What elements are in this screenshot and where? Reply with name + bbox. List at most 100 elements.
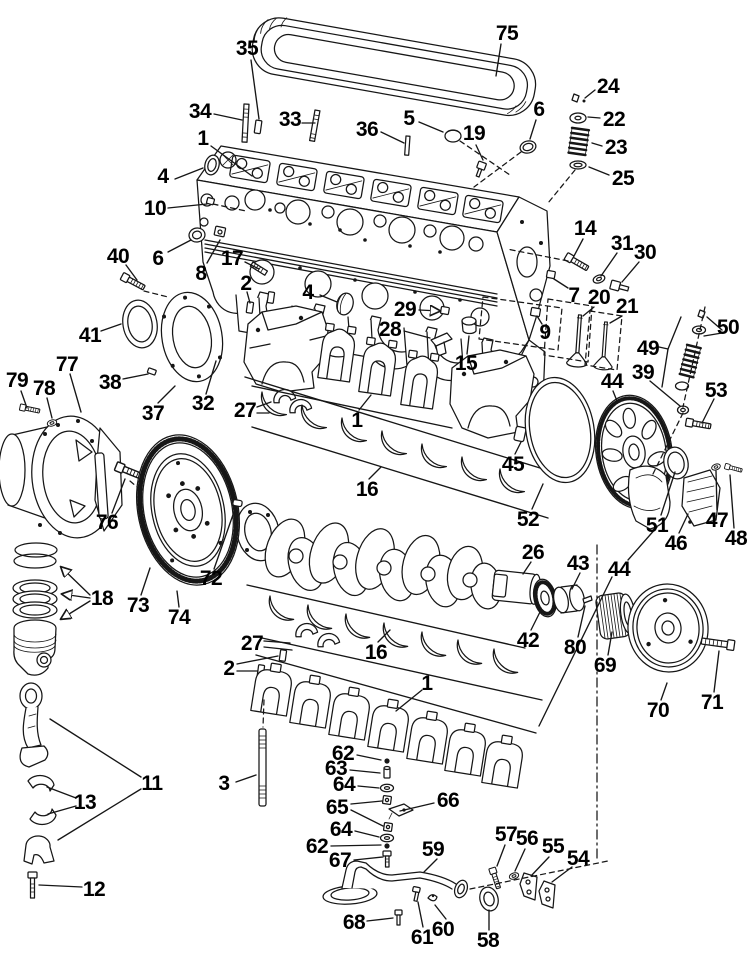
leader-line-57 [496, 844, 506, 867]
leader-line-19 [475, 144, 484, 161]
square-nut [529, 306, 542, 318]
front-seal-ring [122, 299, 158, 349]
callout-55: 55 [542, 835, 565, 858]
callout-34: 34 [189, 100, 212, 123]
callout-51: 51 [646, 514, 669, 537]
leader-line-70 [660, 682, 668, 701]
callout-27: 27 [241, 632, 263, 655]
leader-line-73 [140, 567, 151, 596]
leader-line-1 [395, 689, 423, 712]
callout-67: 67 [329, 849, 351, 872]
leader-line-49 [667, 316, 682, 350]
leader-line-47 [715, 470, 718, 511]
callout-48: 48 [725, 527, 748, 550]
leader-line-77 [69, 373, 82, 413]
leader-line-68 [366, 917, 394, 922]
leader-line-62 [356, 754, 382, 761]
leader-line-44 [627, 526, 658, 561]
leader-line-35 [250, 59, 260, 120]
leader-line-38 [122, 373, 149, 380]
callout-72: 72 [200, 567, 222, 590]
leader-line-31 [600, 252, 618, 277]
leader-line-22 [587, 116, 601, 119]
exhaust-valve [592, 320, 616, 371]
spacer-sleeve [513, 425, 527, 443]
leader-line-49 [661, 348, 669, 388]
pipe-plug [205, 196, 216, 206]
callout-41: 41 [79, 324, 102, 347]
callout-18: 18 [91, 587, 114, 610]
construction-line [255, 654, 537, 734]
head-gasket-joint [204, 239, 498, 307]
nut-65b [382, 821, 394, 833]
leader-line-11 [57, 788, 142, 841]
leader-line-27 [263, 646, 293, 651]
callout-78: 78 [33, 377, 56, 400]
callout-29: 29 [394, 298, 416, 321]
leader-line-44 [538, 576, 613, 727]
leader-line-71 [713, 650, 720, 693]
construction-line [473, 151, 522, 188]
callout-5: 5 [403, 107, 415, 130]
leader-line-14 [573, 238, 584, 257]
callout-24: 24 [597, 75, 620, 98]
valve-spring [567, 126, 591, 157]
callout-32: 32 [192, 392, 214, 415]
woodruff-key [582, 595, 593, 604]
washer-64b [379, 833, 395, 843]
leader-line-16 [368, 466, 382, 480]
callout-37: 37 [142, 402, 164, 425]
callout-77: 77 [56, 353, 78, 376]
callout-44: 44 [601, 370, 624, 393]
leader-line-16 [377, 629, 391, 643]
plate-bolt-57 [488, 866, 503, 890]
callout-2: 2 [240, 272, 251, 295]
leader-line-39 [649, 380, 681, 407]
leader-line-24 [584, 89, 596, 99]
leader-line-61 [417, 901, 424, 928]
leader-line-21 [609, 315, 623, 324]
leader-line-65 [350, 809, 384, 827]
callout-31: 31 [611, 232, 634, 255]
leader-line-18 [62, 594, 91, 598]
callout-61: 61 [411, 926, 434, 949]
leader-line-76 [111, 478, 126, 514]
leader-line-44 [612, 390, 618, 402]
leader-line-67 [353, 856, 384, 861]
callout-68: 68 [343, 911, 366, 934]
callout-14: 14 [574, 217, 597, 240]
alignment-box [584, 310, 623, 371]
callout-6: 6 [152, 247, 163, 270]
leader-line-5 [418, 121, 444, 133]
callout-40: 40 [107, 245, 129, 268]
core-plug-rear [336, 292, 354, 316]
leader-line-48 [729, 474, 735, 529]
cover-bolt-48 [723, 462, 744, 474]
callout-30: 30 [634, 241, 656, 264]
callout-2: 2 [223, 657, 234, 680]
leader-line-54 [551, 866, 573, 883]
callout-38: 38 [99, 371, 122, 394]
cylinder-head-stud [241, 103, 250, 143]
callout-70: 70 [647, 699, 669, 722]
callout-60: 60 [432, 918, 454, 941]
head-ports [224, 189, 484, 252]
retainer-plate-55 [519, 872, 538, 901]
leader-line-27 [263, 640, 291, 644]
leader-line-37 [157, 385, 176, 404]
leader-line-53 [701, 398, 715, 424]
side-bolt [563, 251, 591, 273]
flywheel-housing [0, 415, 123, 539]
leader-line-69 [607, 631, 613, 656]
callout-75: 75 [496, 22, 519, 45]
leader-line-63 [349, 769, 381, 774]
callout-57: 57 [495, 823, 517, 846]
callout-80: 80 [564, 636, 586, 659]
spacer-63 [383, 765, 391, 779]
connecting-rod [19, 682, 49, 768]
construction-line [246, 584, 526, 649]
flat-washer [591, 272, 607, 286]
callout-1: 1 [197, 127, 209, 150]
callout-12: 12 [83, 878, 105, 901]
